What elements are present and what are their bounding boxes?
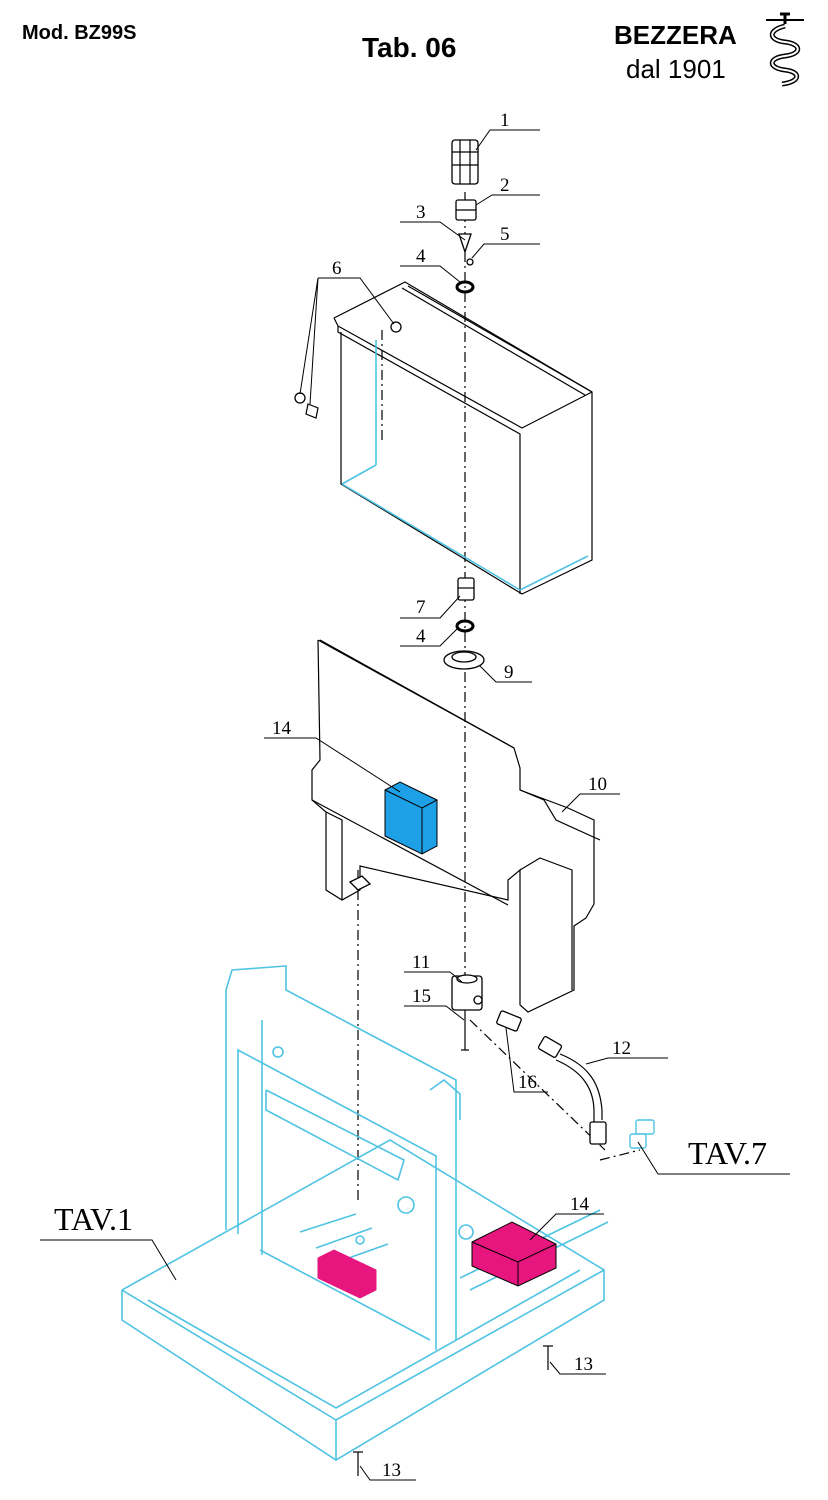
leader-6 xyxy=(318,277,395,325)
water-tank xyxy=(333,281,593,595)
brand-name: BEZZERA xyxy=(614,20,737,50)
screw-part-15 xyxy=(461,1010,469,1051)
callout-14-top: 14 xyxy=(272,718,292,739)
nut-part-2 xyxy=(455,199,477,221)
screw-part-13-bottom xyxy=(353,1451,363,1476)
leader-4-bottom xyxy=(400,627,459,647)
leader-14-bottom xyxy=(529,1213,604,1241)
leader-tav1 xyxy=(40,1239,177,1281)
cone-part-3 xyxy=(458,233,472,255)
leader-9 xyxy=(479,665,532,683)
callout-13-bottom: 13 xyxy=(382,1460,401,1481)
leader-13-right xyxy=(549,1361,606,1375)
magenta-component-base xyxy=(317,1249,377,1299)
bracket-part-10 xyxy=(311,639,601,1013)
leader-16 xyxy=(505,1027,548,1093)
leader-1 xyxy=(475,129,540,151)
leader-3 xyxy=(400,221,466,241)
table-number: Tab. 06 xyxy=(362,32,457,63)
leader-4-top xyxy=(400,265,461,283)
leader-14-top xyxy=(264,737,401,793)
callout-16: 16 xyxy=(518,1072,537,1093)
leader-tav7 xyxy=(637,1141,790,1175)
bezzera-serpent-logo-icon xyxy=(766,12,804,87)
fitting-part-1 xyxy=(451,139,479,185)
callout-14-bottom: 14 xyxy=(570,1194,590,1215)
callout-7: 7 xyxy=(416,597,426,618)
callout-4-bottom: 4 xyxy=(416,626,426,647)
brand-since: dal 1901 xyxy=(626,54,726,84)
callout-5: 5 xyxy=(500,224,510,245)
ref-tav1: TAV.1 xyxy=(54,1201,133,1237)
callout-12: 12 xyxy=(612,1038,631,1059)
control-box-part-14-magenta xyxy=(471,1221,557,1287)
leader-12 xyxy=(585,1057,668,1065)
leader-2 xyxy=(475,194,540,206)
clip-part-6 xyxy=(294,392,319,419)
oring-part-4-top xyxy=(455,280,475,294)
assembly-axis-hose xyxy=(469,1019,606,1151)
ball-part-5 xyxy=(466,258,474,266)
leader-15 xyxy=(404,1005,465,1021)
leader-7 xyxy=(400,595,461,619)
callout-9: 9 xyxy=(504,662,514,683)
adapter-part-16 xyxy=(496,1010,522,1032)
callout-6: 6 xyxy=(332,258,342,279)
leader-5 xyxy=(471,243,540,259)
chassis-frame-tav1 xyxy=(121,965,609,1461)
leader-6b xyxy=(299,277,319,395)
oring-part-4-bottom xyxy=(455,619,475,633)
callout-3: 3 xyxy=(416,202,426,223)
callout-1: 1 xyxy=(500,110,510,131)
valve-body-part-11 xyxy=(451,974,483,1011)
callout-10: 10 xyxy=(588,774,607,795)
outlet-fitting-part-7 xyxy=(457,577,475,601)
leader-13-bottom xyxy=(359,1465,416,1481)
locknut-part-9 xyxy=(443,650,485,670)
model-label: Mod. BZ99S xyxy=(22,22,137,44)
leader-10 xyxy=(561,793,620,813)
control-box-part-14-blue xyxy=(384,781,438,855)
tee-connector-tav7 xyxy=(599,1119,655,1161)
callout-13-right: 13 xyxy=(574,1354,593,1375)
screw-part-13-right xyxy=(543,1345,553,1370)
callout-11: 11 xyxy=(412,952,430,973)
callout-15: 15 xyxy=(412,986,431,1007)
ref-tav7: TAV.7 xyxy=(688,1135,767,1171)
leader-6c xyxy=(309,277,319,405)
hose-part-12 xyxy=(537,1036,607,1145)
callout-4-top: 4 xyxy=(416,246,426,267)
callout-2: 2 xyxy=(500,175,510,196)
leader-11 xyxy=(404,971,463,983)
